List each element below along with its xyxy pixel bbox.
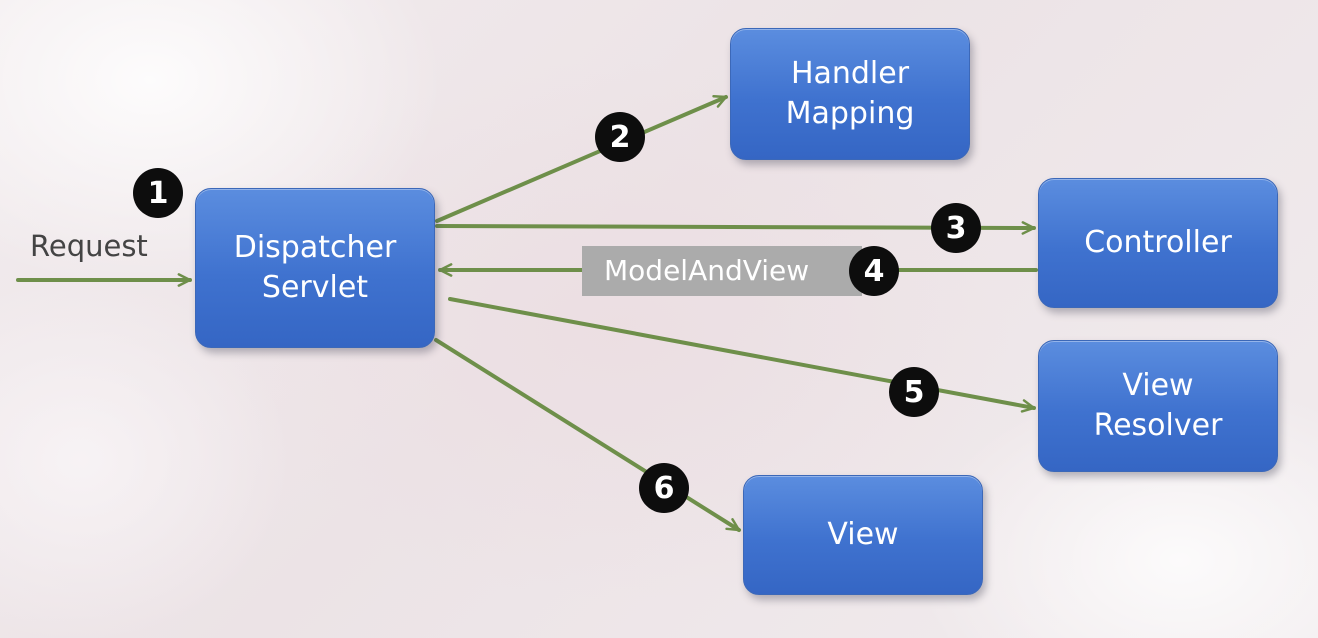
dispatcher-servlet-box: Dispatcher Servlet — [195, 188, 435, 348]
arrow-to-handler-mapping — [435, 95, 726, 223]
view-box: View — [743, 475, 983, 595]
controller-box: Controller — [1038, 178, 1278, 308]
step-6-badge: 6 — [639, 463, 689, 513]
handler-mapping-label: Handler Mapping — [785, 56, 915, 131]
handler-mapping-box: Handler Mapping — [730, 28, 970, 160]
step-3-badge: 3 — [931, 203, 981, 253]
view-resolver-box: View Resolver — [1038, 340, 1278, 472]
arrow-to-view — [434, 338, 739, 532]
controller-label: Controller — [1084, 225, 1232, 260]
dispatcher-servlet-label: Dispatcher Servlet — [233, 230, 397, 305]
model-and-view-label: ModelAndView — [582, 246, 862, 296]
view-label: View — [827, 517, 899, 552]
view-resolver-label: View Resolver — [1093, 368, 1223, 443]
step-1-badge: 1 — [133, 168, 183, 218]
step-5-badge: 5 — [889, 367, 939, 417]
arrow-to-view-resolver — [448, 297, 1034, 408]
step-2-badge: 2 — [595, 112, 645, 162]
step-4-badge: 4 — [849, 246, 899, 296]
request-label: Request — [30, 229, 148, 263]
